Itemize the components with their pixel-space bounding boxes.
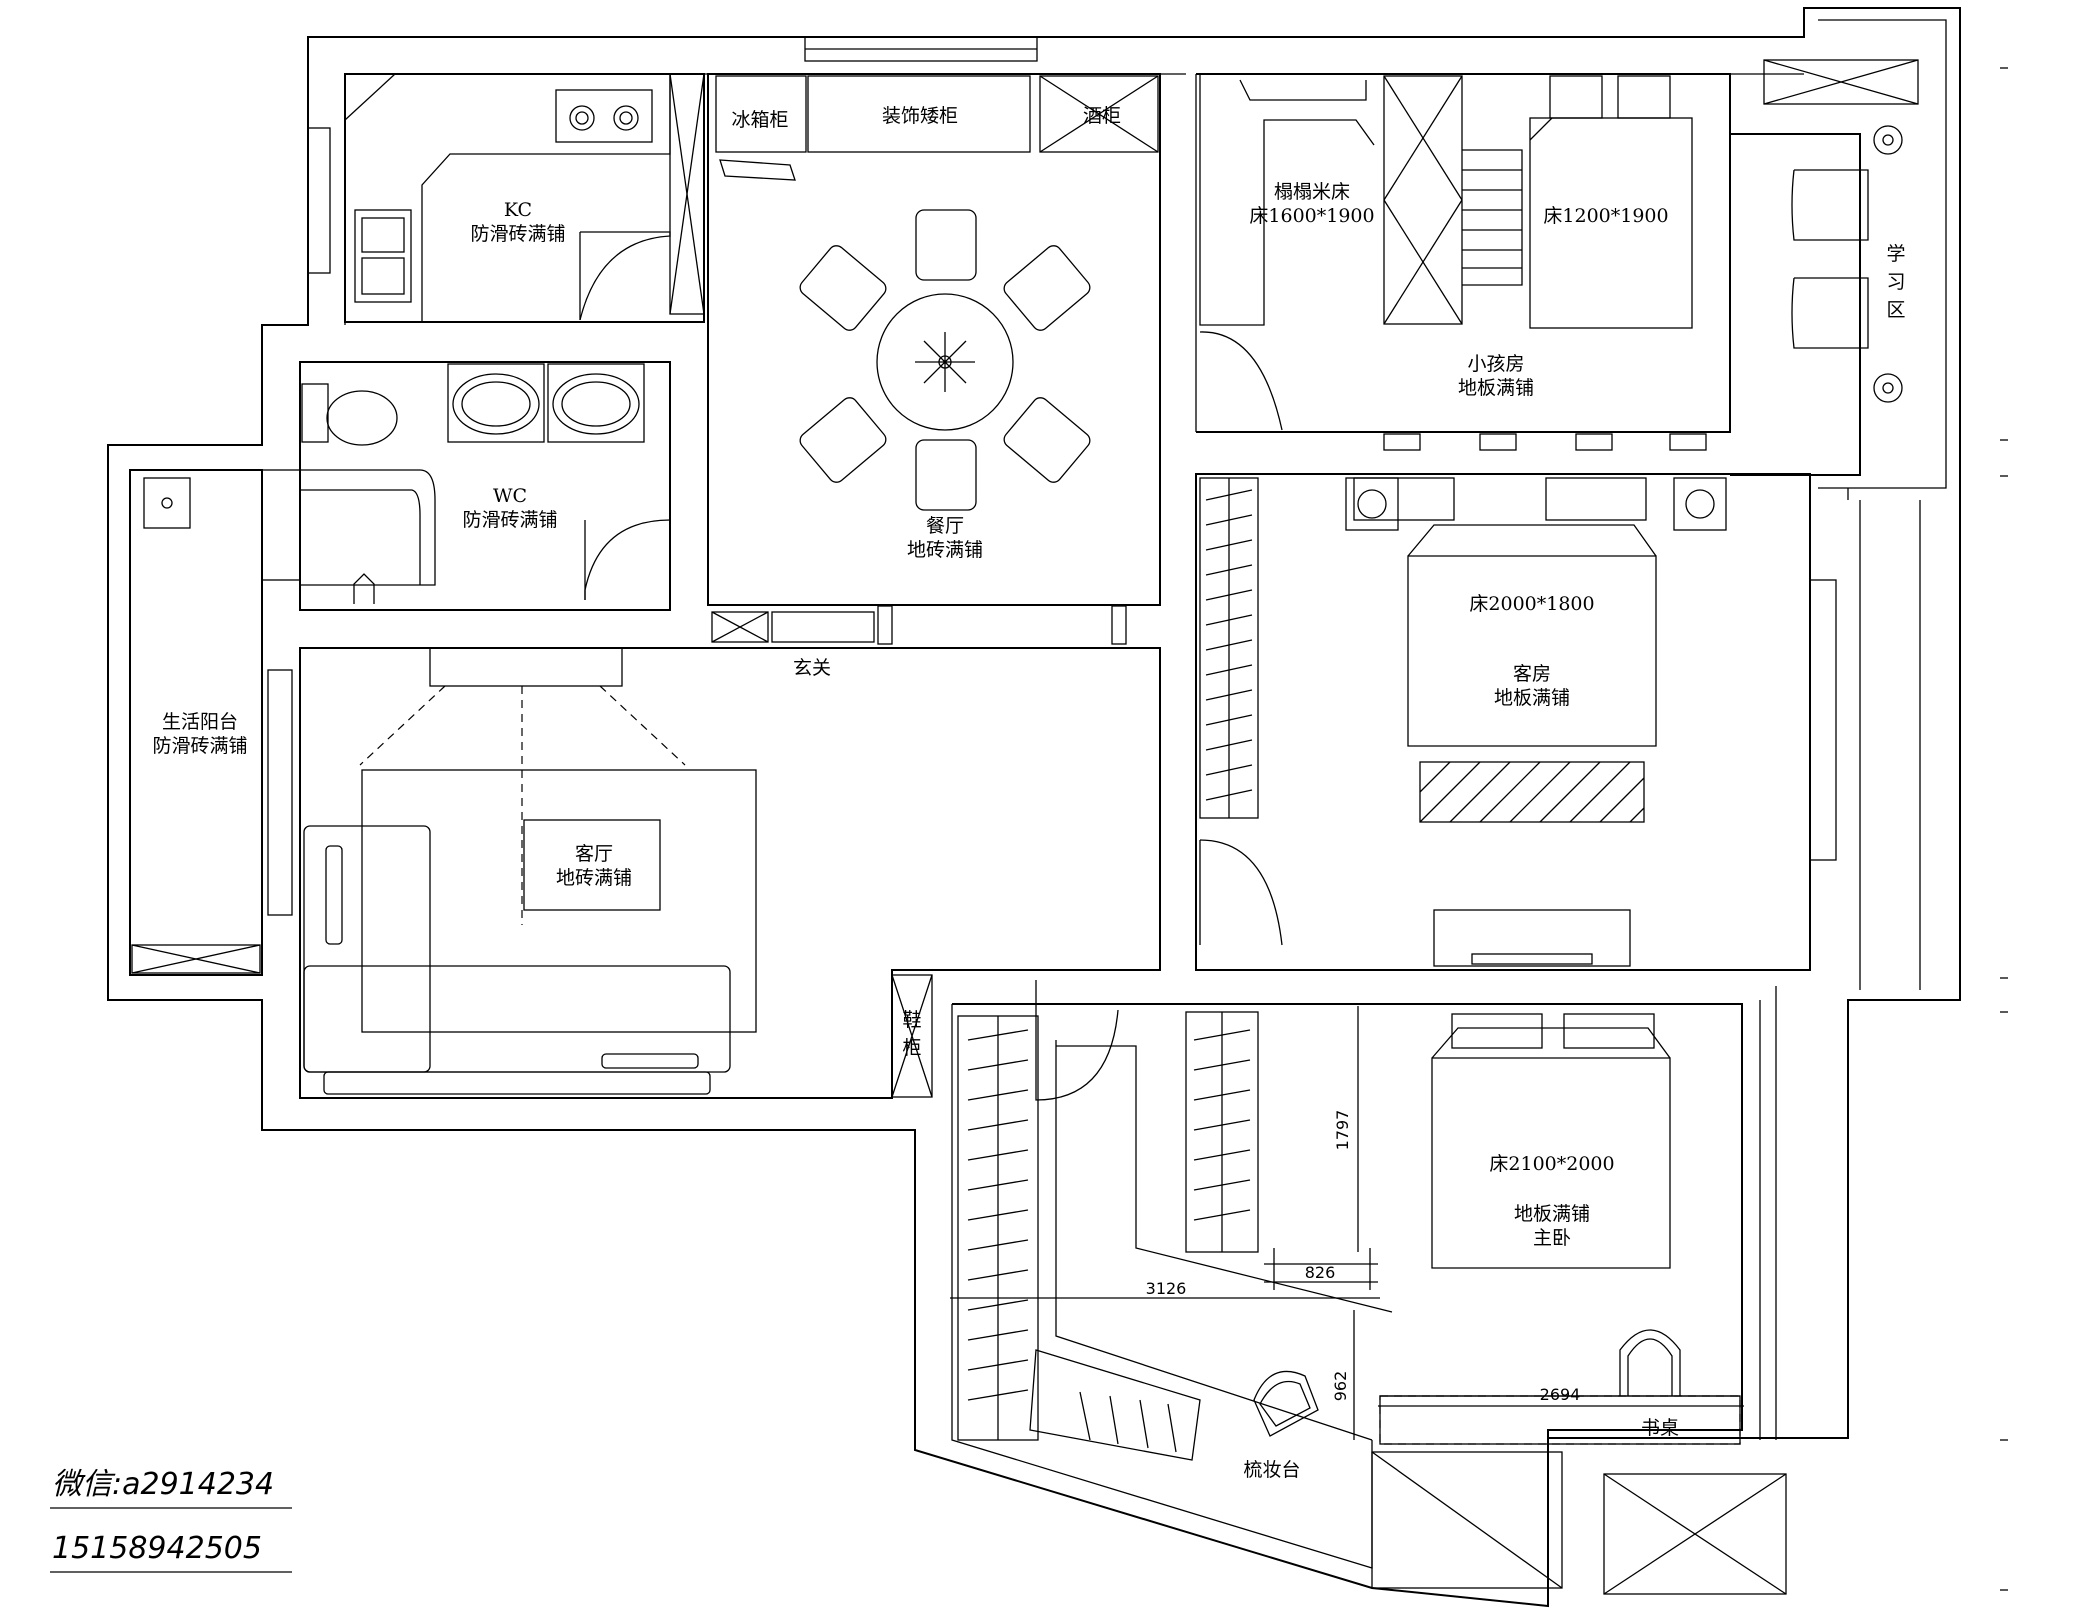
kids-room-name: 小孩房 (1467, 353, 1524, 375)
wc: WC 防滑砖满铺 (261, 361, 671, 611)
master-name: 主卧 (1533, 1227, 1571, 1249)
kitchen: KC 防滑砖满铺 (307, 73, 705, 323)
tatami-size: 床1600*1900 (1249, 205, 1374, 227)
dim-826: 826 (1305, 1263, 1336, 1282)
kids-bed-label: 床1200*1900 (1543, 205, 1668, 227)
dimension-lines: 1797 826 3126 962 2694 (950, 1006, 1744, 1440)
dining-floor: 地砖满铺 (907, 539, 983, 561)
guest-room: 床2000*1800 客房 地板满铺 (1195, 473, 1837, 971)
living-name: 客厅 (575, 843, 613, 865)
balcony-name: 生活阳台 (162, 711, 238, 733)
edge-ticks (2000, 67, 2008, 1591)
wechat-text: 微信:a2914234 (52, 1467, 274, 1502)
balcony: 生活阳台 防滑砖满铺 (129, 469, 293, 976)
kitchen-name: KC (504, 199, 532, 221)
guest-bed-label: 床2000*1800 (1469, 593, 1594, 615)
study-char-3: 区 (1886, 299, 1905, 321)
dim-1797: 1797 (1333, 1110, 1352, 1151)
living: 客厅 地砖满铺 鞋 柜 (299, 647, 1161, 1099)
dim-962: 962 (1331, 1371, 1350, 1402)
dim-3126: 3126 (1146, 1279, 1187, 1298)
study-char-1: 学 (1886, 243, 1905, 265)
kids-room-floor: 地板满铺 (1458, 377, 1534, 399)
guest-room-name: 客房 (1513, 663, 1551, 685)
foyer-label: 玄关 (793, 657, 831, 679)
shoe-cabinet-char-2: 柜 (902, 1037, 921, 1059)
desk-label: 书桌 (1641, 1417, 1679, 1439)
contact-info: 微信:a2914234 15158942505 (50, 1467, 292, 1573)
master-bedroom: 床2100*2000 地板满铺 主卧 梳妆台 书桌 (951, 980, 1787, 1595)
guest-room-floor: 地板满铺 (1494, 687, 1570, 709)
dining: 冰箱柜 装饰矮柜 酒柜 餐厅 地砖满铺 玄关 (707, 73, 1161, 679)
balcony-floor: 防滑砖满铺 (152, 735, 247, 757)
study-char-2: 习 (1886, 271, 1905, 293)
deco-cabinet-label: 装饰矮柜 (882, 105, 958, 127)
dining-name: 餐厅 (926, 515, 964, 537)
tatami-label: 榻榻米床 (1274, 181, 1350, 203)
living-floor: 地砖满铺 (556, 867, 632, 889)
wine-cabinet-label: 酒柜 (1083, 105, 1121, 127)
dim-2694: 2694 (1540, 1385, 1581, 1404)
wc-floor: 防滑砖满铺 (462, 509, 557, 531)
wc-name: WC (493, 485, 527, 507)
top-windows (804, 36, 1919, 105)
kids-room: 榻榻米床 床1600*1900 床1200*1900 小孩房 地板满铺 (1196, 73, 1731, 451)
fridge-label: 冰箱柜 (731, 109, 788, 131)
phone-text: 15158942505 (52, 1531, 262, 1566)
kitchen-floor: 防滑砖满铺 (470, 223, 565, 245)
shoe-cabinet-char-1: 鞋 (902, 1009, 921, 1031)
study-area: 学 习 区 (1730, 125, 1906, 476)
master-floor: 地板满铺 (1514, 1203, 1590, 1225)
vanity-label: 梳妆台 (1243, 1459, 1300, 1481)
outer-walls (107, 7, 1961, 1608)
master-bed-label: 床2100*2000 (1489, 1153, 1614, 1175)
